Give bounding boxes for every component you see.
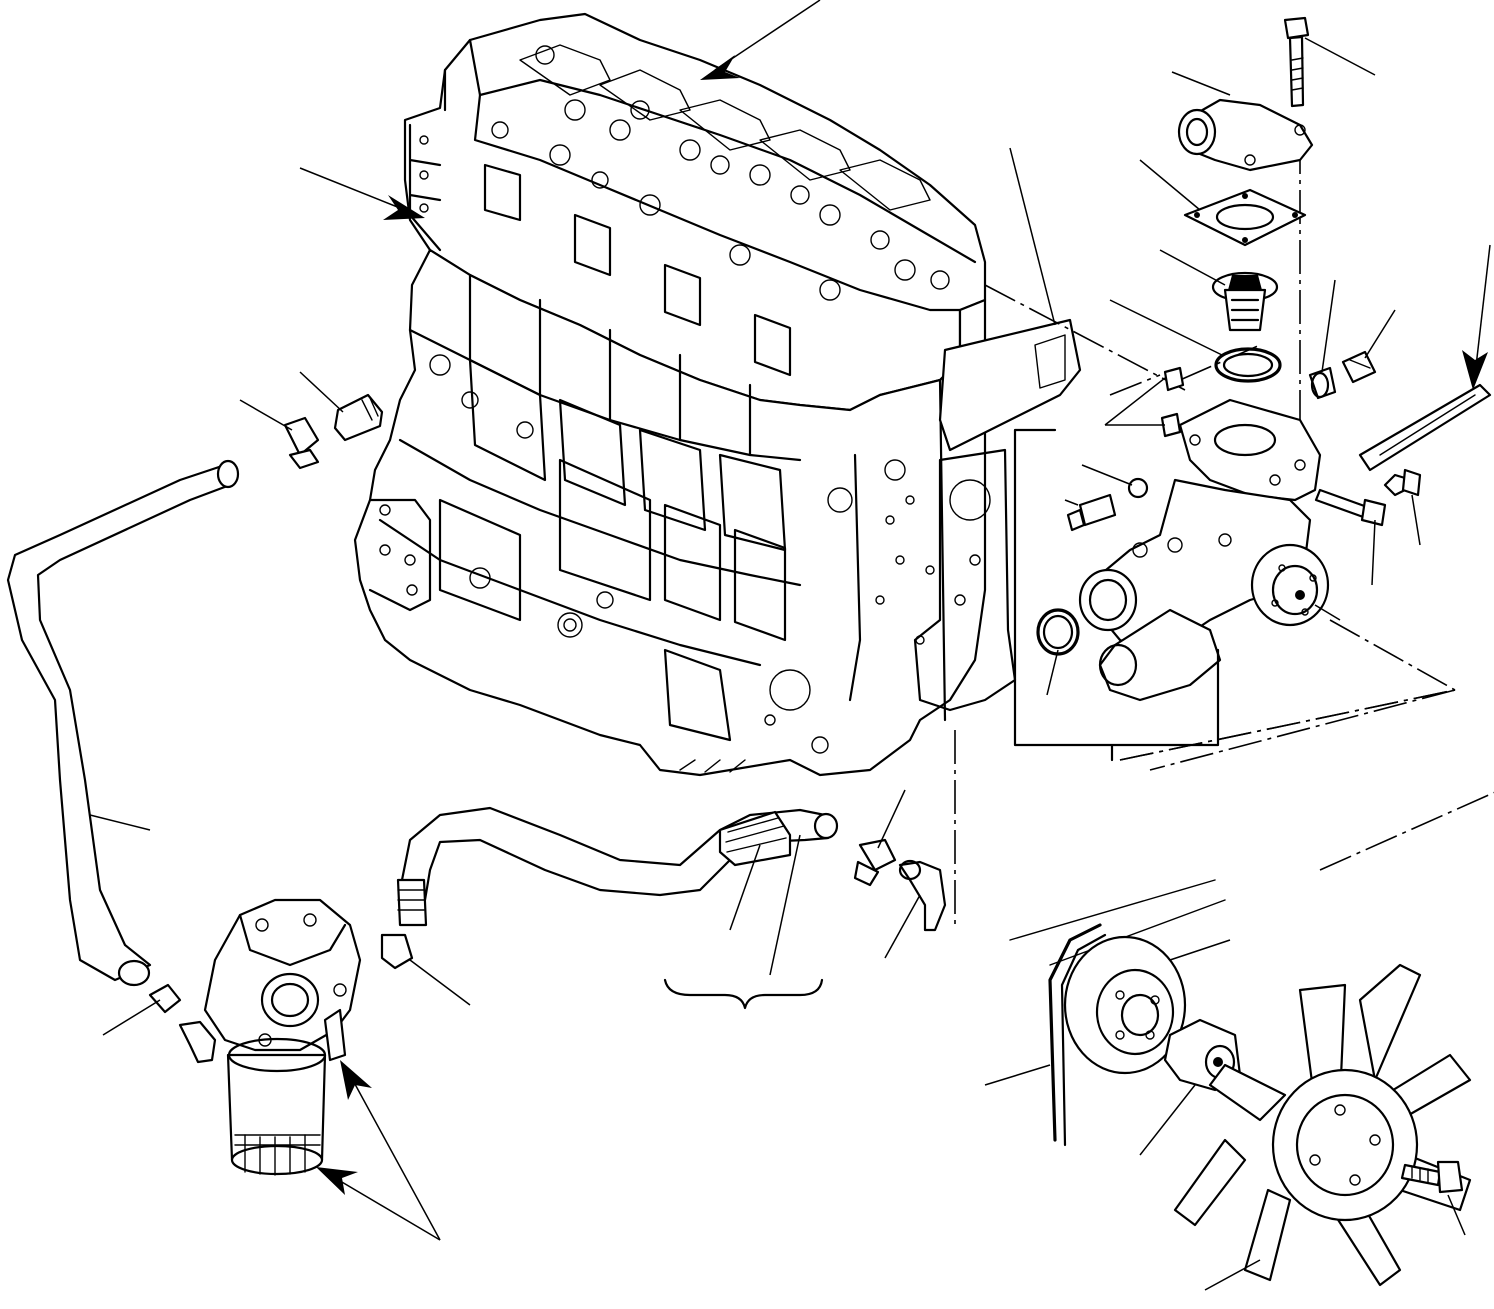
brace-symbol [663, 978, 824, 1010]
coolant-hose-upper-left [6, 393, 384, 1014]
thermostat-assembly [1160, 16, 1377, 502]
coolant-hose-lower [380, 806, 947, 970]
water-pump [1013, 383, 1492, 762]
assembly-center-lines [954, 140, 1494, 925]
engine-block [353, 12, 1082, 777]
callout-leader-lines [89, 37, 1466, 1291]
filter-assembly [178, 898, 362, 1176]
fan-pulley-group [1009, 879, 1472, 1287]
arrows [299, 0, 1491, 1241]
